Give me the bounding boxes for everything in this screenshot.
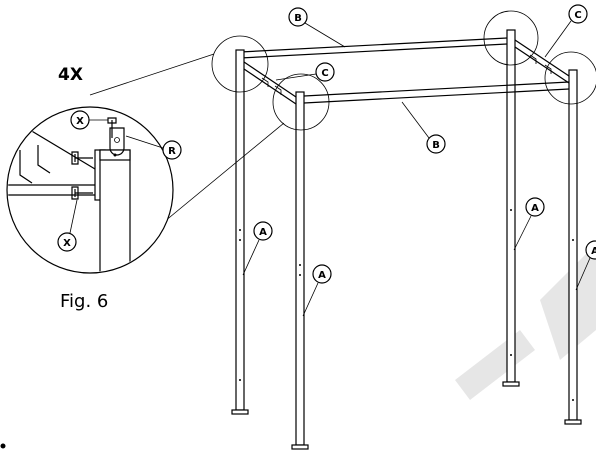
detail-inset bbox=[6, 106, 174, 274]
svg-text:B: B bbox=[432, 140, 440, 151]
callout-a-front-right: A bbox=[302, 264, 332, 317]
callout-a-back-left: A bbox=[513, 197, 545, 251]
side-bar-right bbox=[514, 39, 570, 84]
svg-text:A: A bbox=[591, 246, 596, 257]
svg-text:X: X bbox=[76, 116, 84, 127]
callout-a-front-left: A bbox=[242, 221, 273, 276]
side-bar-left bbox=[243, 61, 297, 105]
svg-text:B: B bbox=[294, 13, 302, 24]
post-front-right bbox=[291, 91, 309, 450]
svg-text:X: X bbox=[63, 238, 71, 249]
callout-r: R bbox=[125, 135, 182, 160]
svg-text:R: R bbox=[168, 146, 176, 157]
corner-highlight-back-left bbox=[483, 10, 539, 66]
crossbar-back bbox=[239, 37, 508, 59]
post-back-right bbox=[564, 69, 582, 425]
figure-caption: Fig. 6 bbox=[60, 291, 108, 312]
corner-highlight-front-left bbox=[211, 35, 269, 93]
callout-b-top: B bbox=[288, 7, 346, 48]
callout-b-front: B bbox=[401, 101, 446, 154]
callout-x-bottom: X bbox=[57, 199, 78, 252]
crossbar-front bbox=[303, 81, 570, 104]
callout-a-back-right: A bbox=[575, 240, 596, 291]
callout-c-left: C bbox=[275, 62, 335, 82]
svg-text:C: C bbox=[321, 68, 328, 79]
quantity-label: 4X bbox=[58, 65, 83, 85]
callout-x-top: X bbox=[70, 110, 108, 130]
svg-text:A: A bbox=[259, 227, 267, 238]
corner-highlight-back-right bbox=[544, 51, 596, 105]
post-front-left bbox=[231, 49, 249, 415]
svg-text:A: A bbox=[531, 203, 539, 214]
svg-text:C: C bbox=[574, 10, 581, 21]
callout-c-right: C bbox=[544, 4, 588, 58]
svg-text:A: A bbox=[318, 270, 326, 281]
corner-highlight-front-right bbox=[272, 73, 330, 131]
post-back-left bbox=[502, 29, 520, 387]
